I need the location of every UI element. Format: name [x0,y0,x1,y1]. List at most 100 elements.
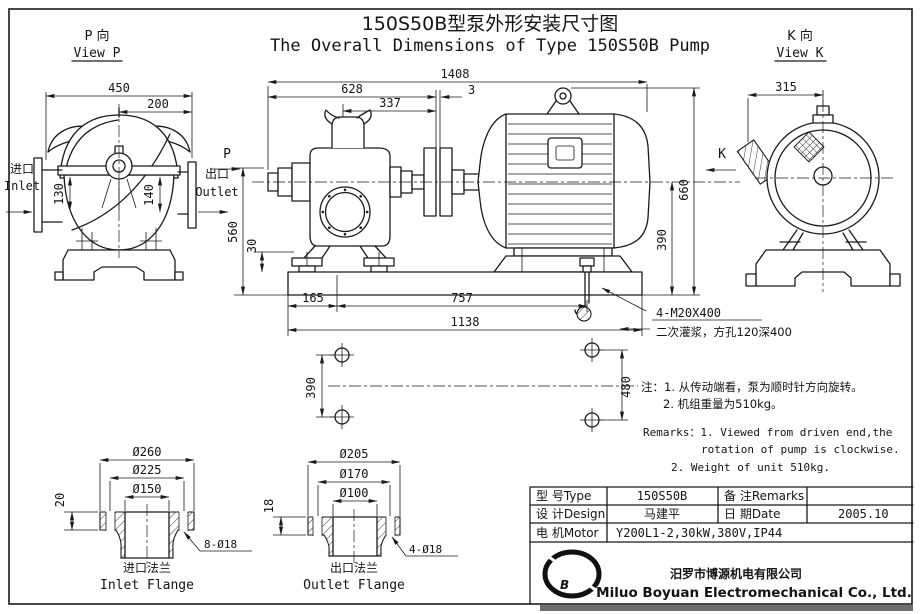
dim-390: 390 [655,229,669,251]
inlet-slot-edges [105,512,189,531]
view-p-arrow-label: P [223,147,231,162]
foot-block-left [298,265,316,273]
dim-757: 757 [451,291,473,305]
inlet-pipe [41,169,63,223]
outlet-ext-lines [307,465,401,520]
outlet-label-en: Outlet [195,185,238,199]
pedestal-foot-left [54,271,64,281]
dim-140: 140 [142,184,156,206]
dim-337: 337 [379,96,401,110]
view-p: P 向 View P 进口 Inlet 出口 [4,28,239,281]
inlet-slot-left [106,511,115,531]
inlet-flange-label-cn: 进口法兰 [123,561,171,575]
main-view: P K 1408 628 337 3 560 30 660 390 [210,67,792,339]
outlet-flange-detail: Ø205 Ø170 Ø100 18 4-Ø18 出口法兰 Outlet Flan… [262,447,458,593]
motor-end-seams [505,113,615,249]
anchor-callout-leader [601,287,647,312]
anchor-bolt-eye [576,306,592,322]
outlet-bore [333,516,377,556]
notes-block: 注：1. 从传动端看，泵为顺时针方向旋转。 2. 机组重量为510kg。 Rem… [641,380,900,474]
note-cn-1: 注：1. 从传动端看，泵为顺时针方向旋转。 [641,380,863,394]
dim-560: 560 [226,221,240,243]
pedestal-foot-right [174,271,184,281]
eye-bolt-hole [559,92,567,100]
dim-d225: Ø225 [133,463,162,477]
inlet-flange-label-en: Inlet Flange [100,578,194,593]
inlet-holes: 8-Ø18 [204,538,237,551]
terminal-box [547,137,583,169]
bolt-holes [330,338,604,432]
motor-foot-bolts [521,248,605,272]
company-name-cn: 汨罗市博源机电有限公司 [670,566,802,581]
outlet-slot-edges [312,517,396,536]
anchor-bolt-nut [582,265,592,273]
view-p-label-en: View P [74,46,121,61]
remarks-label: 备 注Remarks [724,488,804,503]
view-k-label-en: View K [777,46,824,61]
company-block: B 汨罗市博源机电有限公司 Miluo Boyuan Electromechan… [542,549,912,601]
grille-patch [793,131,825,163]
outlet-slot-left [313,516,322,536]
view-k-label-cn: K 向 [787,28,813,44]
eye-bolt [554,87,572,105]
outlet-flange-label-en: Outlet Flange [303,578,405,593]
dim-d260: Ø260 [133,445,162,459]
sheet-border [8,8,913,605]
dim-d150: Ø150 [133,482,162,496]
drawing-title: 150S50B型泵外形安装尺寸图 The Overall Dimensions … [270,13,710,56]
bolt-plan-dim-390: 390 [304,377,318,399]
pump-side-view [267,109,425,273]
dim-20: 20 [53,493,67,507]
ext-lines-450 [45,92,193,160]
anchor-bolt-stem [584,271,590,306]
motor-side-view [477,87,651,273]
dim-450: 450 [108,81,130,95]
dim-1408: 1408 [441,67,470,81]
inlet-holes-leader [183,531,201,552]
dim-3: 3 [468,83,475,97]
flange-bolts [321,188,369,236]
company-name-en: Miluo Boyuan Electromechanical Co., Ltd. [596,585,912,601]
view-p-dimensions: 450 200 130 140 [45,81,193,213]
bolt-plan-ext-lines [316,349,628,421]
bolt-plan-dim-480: 480 [619,376,633,398]
outlet-pipe [177,171,189,215]
outlet-bore-outline [328,516,382,557]
outlet-holes-leader [391,536,407,557]
outlet-slot-right [386,516,395,536]
pump-dome-seam [65,119,119,169]
dim-1138: 1138 [451,315,480,329]
dim-165: 165 [302,291,324,305]
anchor-callout-line2: 二次灌浆，方孔120深400 [656,325,792,339]
foot-block-right [370,265,388,273]
design-value: 马建平 [644,507,680,521]
inlet-ext-lines [99,463,195,515]
pedestal-foot-l [745,273,757,287]
note-cn-2: 2. 机组重量为510kg。 [663,397,783,411]
baseplate [287,271,643,296]
bolt-plan: 390 480 [304,338,638,432]
pump-legs [76,228,162,250]
anchor-bolt-head [579,257,595,267]
outlet-holes: 4-Ø18 [409,543,442,556]
design-label: 设 计Design [536,507,605,521]
dim-18: 18 [262,499,276,513]
motor-pedestal [493,255,633,273]
dim-660: 660 [677,179,691,201]
dim-d170: Ø170 [340,467,369,481]
inlet-label-en: Inlet [4,179,40,193]
motor-end-legs [779,229,867,251]
date-label: 日 期Date [724,507,781,521]
terminal-box-lid [555,145,575,161]
company-logo: B [542,549,602,599]
outlet-flange-label-cn: 出口法兰 [330,561,378,575]
date-value: 2005.10 [838,507,889,521]
pedestal-foot-r [889,273,901,287]
inlet-ext-20 [64,511,98,531]
title-block-grid [529,486,914,605]
inlet-flange-detail: Ø260 Ø225 Ø150 20 8-Ø18 进口法兰 Inlet Flang… [53,445,252,593]
ext-lines-bottom [287,275,643,336]
motor-value: Y200L1-2,30kW,380V,IP44 [616,526,782,540]
dim-d205: Ø205 [340,447,369,461]
